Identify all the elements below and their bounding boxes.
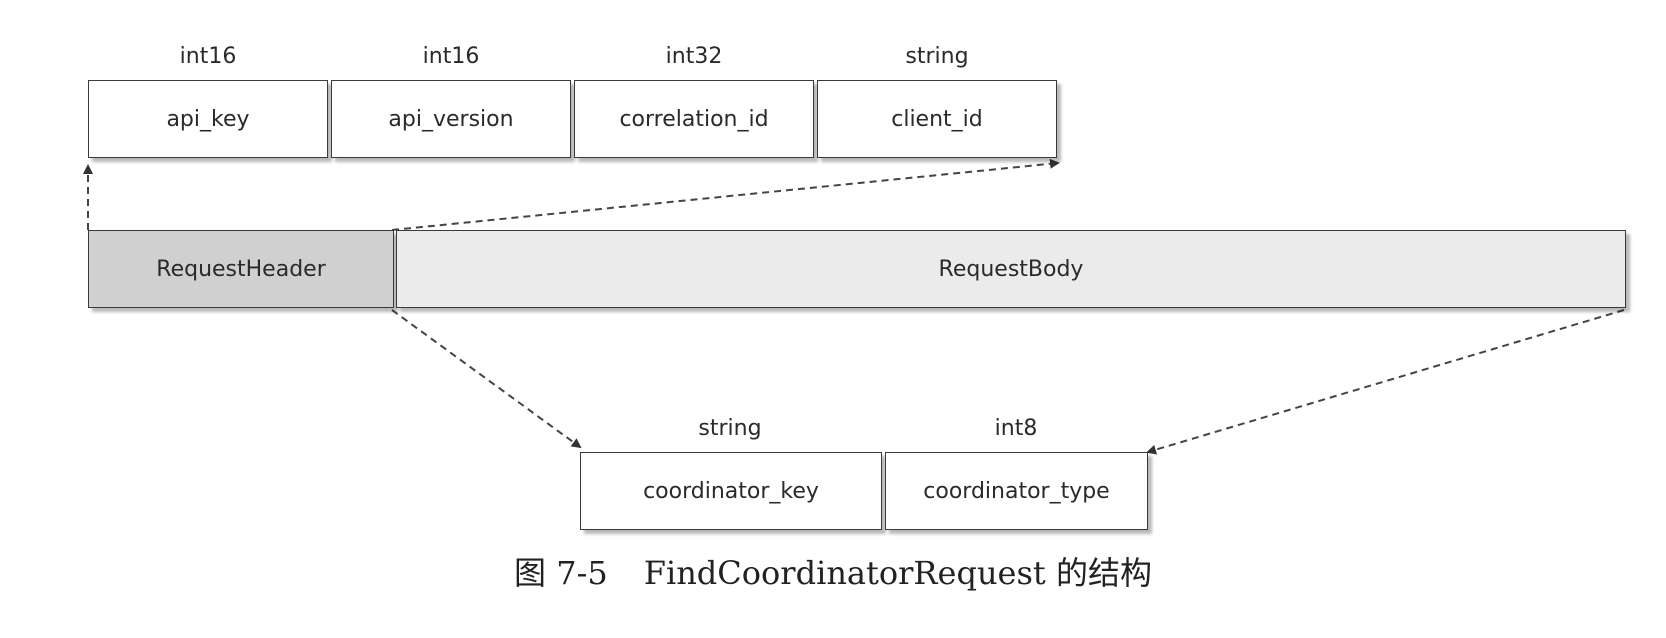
field-box-client-id: client_id <box>817 80 1057 158</box>
field-type-coordinator-type: int8 <box>994 416 1038 441</box>
figure-title: FindCoordinatorRequest 的结构 <box>643 554 1152 592</box>
field-type-coordinator-key: string <box>698 416 762 441</box>
figure-caption: 图 7-5 FindCoordinatorRequest 的结构 <box>0 548 1666 594</box>
field-type-api-key: int16 <box>179 44 237 69</box>
arrow-body-to-coordinator-type <box>1146 309 1625 455</box>
field-type-client-id: string <box>905 44 969 69</box>
figure-number: 图 7-5 <box>514 554 608 592</box>
field-type-correlation-id: int32 <box>665 44 723 69</box>
arrow-body-to-coordinator-key <box>391 309 582 449</box>
arrow-header-to-client-id <box>391 158 1060 231</box>
field-type-api-version: int16 <box>422 44 480 69</box>
request-body-box: RequestBody <box>396 230 1626 308</box>
field-box-api-version: api_version <box>331 80 571 158</box>
field-box-api-key: api_key <box>88 80 328 158</box>
field-box-coordinator-type: coordinator_type <box>885 452 1148 530</box>
request-header-box: RequestHeader <box>88 230 394 308</box>
field-box-correlation-id: correlation_id <box>574 80 814 158</box>
field-box-coordinator-key: coordinator_key <box>580 452 882 530</box>
